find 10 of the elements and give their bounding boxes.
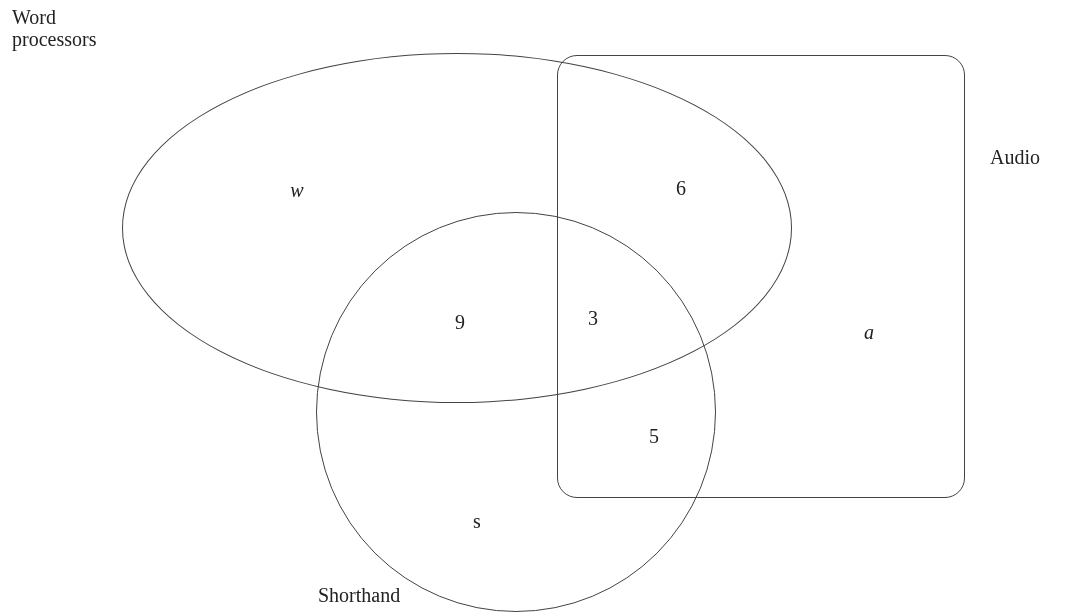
region-count: 5 [649, 425, 659, 447]
region-count: 3 [588, 307, 598, 329]
region-count: a [864, 321, 874, 343]
set-label: Shorthand [318, 584, 402, 606]
set-label: Word processors [12, 6, 98, 50]
region-count: s [473, 510, 481, 532]
region-count: 9 [455, 311, 465, 333]
set-label: Audio [990, 146, 1041, 168]
region-count: w [290, 179, 304, 201]
region-count: 6 [676, 177, 686, 199]
